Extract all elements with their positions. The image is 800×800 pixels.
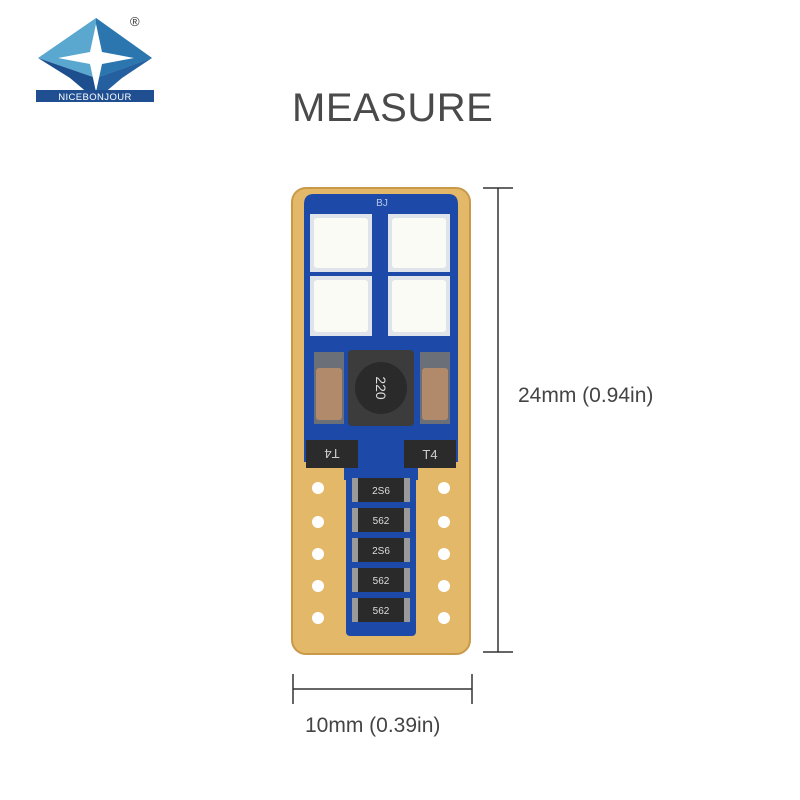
height-dimension-label: 24mm (0.94in)	[518, 384, 654, 407]
resistor-mark: 562	[373, 606, 390, 617]
inductor-mark: 220	[373, 376, 389, 400]
resistor: 562	[352, 598, 410, 622]
resistor: 562	[352, 568, 410, 592]
resistor: 562	[352, 508, 410, 532]
resistor-mark: 562	[373, 576, 390, 587]
board-mark: BJ	[376, 198, 388, 209]
width-dimension-label: 10mm (0.39in)	[305, 714, 441, 737]
page-title: MEASURE	[292, 86, 494, 130]
led-chip	[388, 276, 450, 336]
resistor-mark: 2S6	[372, 486, 390, 497]
led-bulb-board: BJ 220 T4 T4 2S6 562 2S6 562 562	[291, 187, 471, 655]
contact-holes	[312, 482, 450, 624]
resistor-mark: 2S6	[372, 546, 390, 557]
led-chip	[388, 214, 450, 272]
resistor: 2S6	[352, 538, 410, 562]
logo-star-icon	[58, 24, 134, 92]
registered-mark: ®	[130, 14, 140, 29]
transistor-right-mark: T4	[422, 447, 437, 462]
resistor: 2S6	[352, 478, 410, 502]
led-chip	[310, 276, 372, 336]
brand-name: NICEBONJOUR	[58, 92, 132, 103]
transistor-left-mark: T4	[324, 446, 339, 461]
led-chip	[310, 214, 372, 272]
nicebonjour-logo: ® NICEBONJOUR	[36, 14, 154, 103]
resistor-mark: 562	[373, 516, 390, 527]
